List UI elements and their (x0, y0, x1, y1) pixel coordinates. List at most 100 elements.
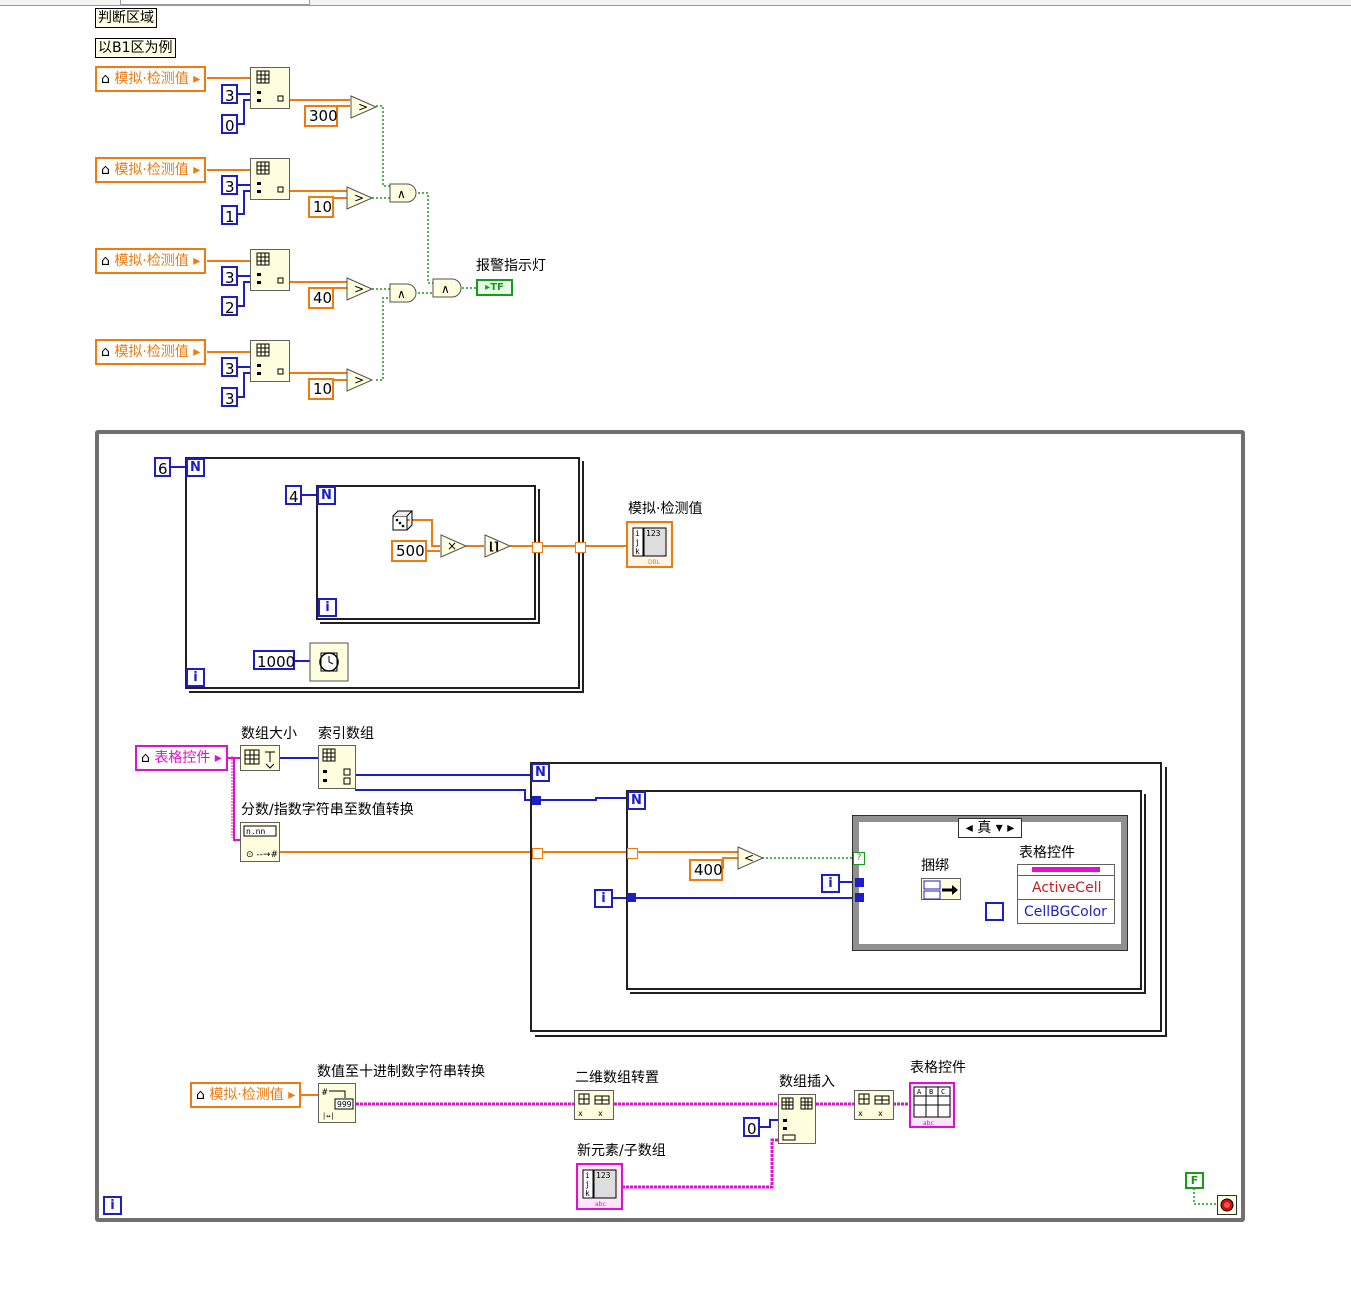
alarm-light-indicator[interactable]: ▸TF (476, 279, 513, 296)
num-to-dec-string-node[interactable]: #999|↔| (318, 1083, 356, 1123)
random-number-dice-icon[interactable] (391, 508, 415, 534)
arrow-right-icon: ▸ (193, 162, 201, 178)
svg-text:⌊⌉: ⌊⌉ (489, 540, 499, 553)
property-ref-bar (1032, 867, 1100, 872)
frac-exp-string-to-number-node[interactable]: n.nn⊙ --→# (240, 822, 280, 862)
stop-condition-terminal[interactable] (1217, 1195, 1237, 1215)
insert-index-constant[interactable]: 0 (743, 1117, 760, 1138)
col-constant[interactable]: 3 (221, 387, 238, 408)
greater-than-node[interactable]: > (350, 95, 378, 119)
property-node[interactable]: ActiveCell CellBGColor (1017, 864, 1115, 924)
index-array-icon (322, 748, 351, 785)
svg-text:123: 123 (596, 1171, 611, 1180)
greater-than-node[interactable]: > (346, 186, 374, 210)
inner-loop-count-constant[interactable]: 4 (285, 485, 302, 506)
svg-text:123: 123 (646, 529, 661, 538)
round-to-nearest-node[interactable]: ⌊⌉ (484, 534, 512, 558)
outer-loop-count-constant[interactable]: 6 (154, 457, 171, 478)
outer-for-loop-shadow (189, 461, 584, 693)
case-selector[interactable]: ◂ 真 ▾ ▸ (958, 818, 1022, 838)
local-label: 表格控件 (154, 750, 211, 766)
sim-value-local-variable[interactable]: ⌂ 模拟·检测值 ▸ (95, 157, 207, 183)
new-element-label: 新元素/子数组 (577, 1143, 666, 1159)
chevron-down-icon[interactable]: ▾ (995, 820, 1003, 836)
sim-value-local-variable[interactable]: ⌂ 模拟·检测值 ▸ (95, 66, 207, 92)
color-box-constant[interactable] (985, 902, 1004, 921)
compare-value-constant[interactable]: 400 (689, 859, 723, 881)
row-constant[interactable]: 3 (221, 266, 238, 287)
and-gate-node[interactable]: ∧ (389, 183, 419, 203)
wait-ms-node[interactable] (309, 642, 349, 682)
wait-ms-constant[interactable]: 1000 (253, 650, 295, 671)
property-active-cell[interactable]: ActiveCell (1018, 876, 1114, 900)
col-constant[interactable]: 1 (221, 205, 238, 226)
svg-text:>: > (354, 282, 364, 296)
inner-loop-n-terminal: N (317, 486, 336, 505)
threshold-constant[interactable]: 10 (308, 196, 334, 218)
bundle-label: 捆绑 (921, 858, 949, 874)
arrow-right-icon: ▸ (193, 253, 201, 269)
less-than-node[interactable]: < (737, 846, 765, 870)
svg-text:999: 999 (337, 1100, 352, 1109)
array-insert-label: 数组插入 (779, 1074, 835, 1090)
case-prev-arrow-icon[interactable]: ◂ (965, 820, 973, 836)
row-constant[interactable]: 3 (221, 84, 238, 105)
col-constant[interactable]: 2 (221, 296, 238, 317)
frac-exp-convert-label: 分数/指数字符串至数值转换 (241, 802, 414, 818)
array-insert-node[interactable] (778, 1094, 816, 1144)
stop-false-constant[interactable]: F (1185, 1172, 1204, 1189)
local-label: 模拟·检测值 (114, 344, 189, 360)
row-constant[interactable]: 3 (221, 357, 238, 378)
array-size-node[interactable] (240, 745, 280, 771)
threshold-constant[interactable]: 10 (308, 378, 334, 400)
index-array-icon (256, 70, 284, 102)
svg-text:i: i (635, 529, 640, 538)
threshold-constant[interactable]: 40 (308, 287, 334, 309)
random-scale-constant[interactable]: 500 (391, 540, 427, 562)
case-next-arrow-icon[interactable]: ▸ (1007, 820, 1015, 836)
greater-than-node[interactable]: > (346, 368, 374, 392)
svg-text:i: i (585, 1171, 590, 1180)
sim-value-local-variable[interactable]: ⌂ 模拟·检测值 ▸ (190, 1082, 302, 1108)
alarm-light-label: 报警指示灯 (476, 258, 546, 274)
sim-value-local-variable[interactable]: ⌂ 模拟·检测值 ▸ (95, 248, 207, 274)
index-array-node[interactable] (318, 745, 356, 789)
row-constant[interactable]: 3 (221, 175, 238, 196)
index-array-node[interactable] (250, 249, 290, 291)
case-tunnel (855, 893, 864, 902)
svg-text:>: > (354, 191, 364, 205)
threshold-constant[interactable]: 300 (304, 105, 338, 127)
toolbar-field[interactable] (120, 0, 310, 5)
bundle-node[interactable] (921, 878, 961, 900)
index-array-node[interactable] (250, 67, 290, 109)
sim-value-local-variable[interactable]: ⌂ 模拟·检测值 ▸ (95, 339, 207, 365)
svg-text:C: C (941, 1088, 945, 1096)
case-tunnel (855, 878, 864, 887)
array-size-label: 数组大小 (241, 726, 297, 742)
col-constant[interactable]: 0 (221, 114, 238, 135)
case-selector-label: 真 (977, 820, 992, 836)
and-gate-node[interactable]: ∧ (432, 278, 464, 298)
and-gate-node[interactable]: ∧ (389, 283, 419, 303)
multiply-node[interactable]: × (440, 534, 468, 558)
property-cell-bg-color[interactable]: CellBGColor (1024, 904, 1107, 920)
index-array-node[interactable] (250, 158, 290, 200)
loop-tunnel (627, 893, 636, 902)
svg-text:x: x (878, 1109, 883, 1118)
table-inner-n-terminal: N (627, 791, 646, 810)
greater-than-node[interactable]: > (346, 277, 374, 301)
table-outer-n-terminal: N (531, 763, 550, 782)
loop-tunnel (532, 542, 543, 553)
loop-tunnel (627, 848, 638, 859)
index-array-node[interactable] (250, 340, 290, 382)
tf-label: TF (490, 282, 504, 293)
house-icon: ⌂ (101, 71, 110, 87)
table-ctrl-local-variable[interactable]: ⌂ 表格控件 ▸ (135, 745, 228, 771)
local-label: 模拟·检测值 (114, 162, 189, 178)
